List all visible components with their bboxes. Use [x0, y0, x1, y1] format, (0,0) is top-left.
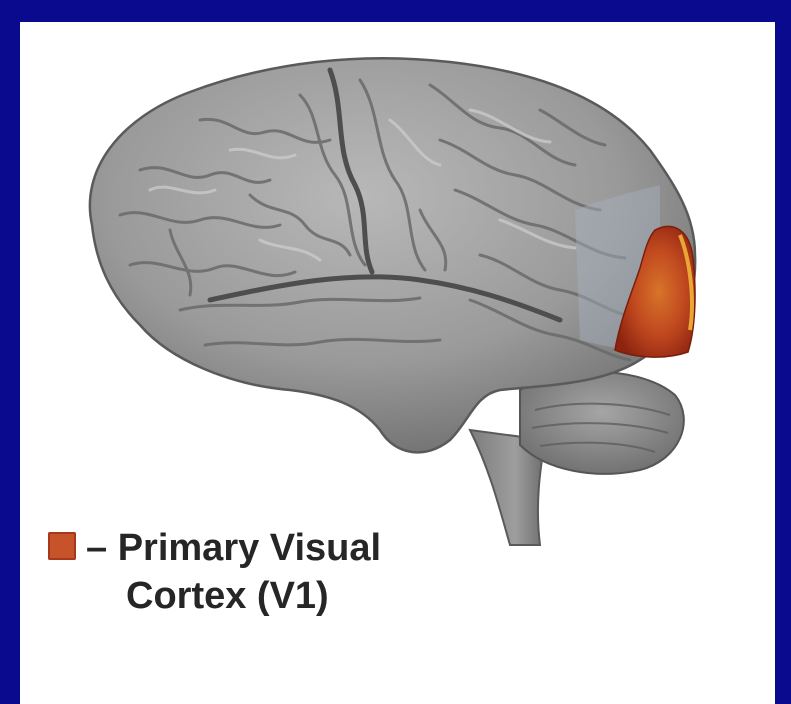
legend-dash: –	[86, 527, 107, 569]
legend-swatch	[48, 532, 76, 560]
legend-label: – Primary Visual Cortex (V1)	[86, 524, 381, 620]
legend-line-1: – Primary Visual	[86, 524, 381, 572]
legend-line-2: Cortex (V1)	[86, 572, 381, 620]
legend-line-1-text: Primary Visual	[118, 527, 381, 569]
legend: – Primary Visual Cortex (V1)	[48, 524, 381, 620]
